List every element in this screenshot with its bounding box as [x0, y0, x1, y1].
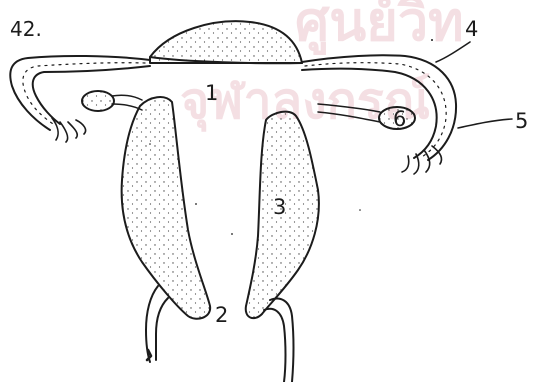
uterine-fundus [150, 21, 302, 63]
label-2: 2 [215, 303, 228, 327]
left-vagina-inner [156, 298, 168, 360]
label-1: 1 [205, 81, 218, 105]
right-fimbriae [402, 146, 442, 174]
figure-number: 42. [10, 17, 42, 41]
left-ovary [82, 91, 114, 111]
left-fallopian-tube [10, 56, 150, 130]
watermark-line-1: ศูนย์วิท [295, 0, 464, 55]
label-3: 3 [273, 195, 286, 219]
left-ovarian-ligament [112, 95, 142, 110]
right-vagina-outline [270, 299, 294, 382]
label-4: 4 [465, 17, 478, 41]
label-6: 6 [393, 107, 406, 131]
left-uterine-horn [122, 97, 211, 319]
right-vagina-inner [264, 309, 286, 382]
label-5: 5 [515, 109, 528, 133]
leader-line-5 [458, 119, 512, 128]
